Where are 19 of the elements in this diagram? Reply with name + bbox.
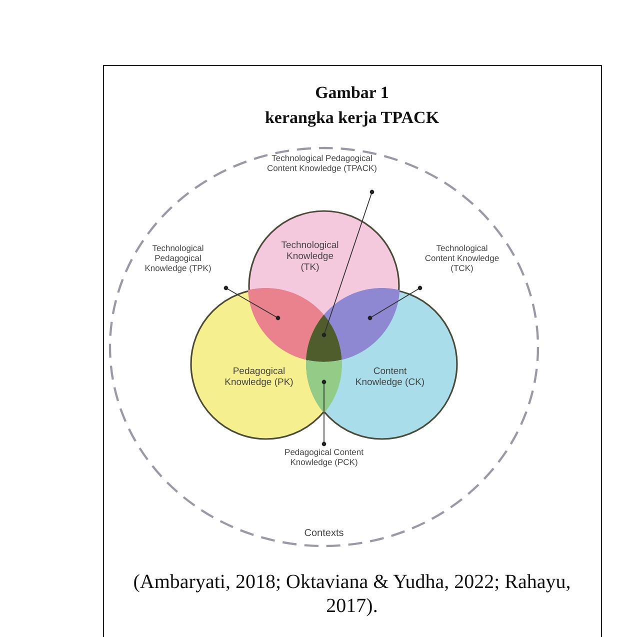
callout-label: Pedagogical Content Knowledge (PCK): [282, 447, 366, 487]
callout-label: Technological Content Knowledge (TCK): [422, 243, 502, 283]
leader-line: [224, 286, 280, 320]
leader-line: [368, 286, 422, 320]
leader-line: [322, 190, 374, 338]
overlap-region: [248, 288, 324, 360]
context-label: Contexts: [303, 529, 345, 539]
circle-label: Content Knowledge (CK): [354, 366, 426, 388]
figure-subtitle: kerangka kerja TPACK: [264, 108, 440, 128]
circle-label: Pedagogical Knowledge (PK): [224, 366, 294, 388]
leader-line: [322, 380, 326, 446]
callout-label: Technological Pedagogical Content Knowledge (TPACK): [266, 153, 378, 193]
overlap-region: [324, 288, 400, 360]
callout-label: Technological Pedagogical Knowledge (TPK): [138, 243, 218, 283]
overlap-region: [306, 315, 342, 362]
citation-caption: (Ambaryati, 2018; Oktaviana & Yudha, 2022; Rahayu, 2017).: [132, 570, 572, 618]
figure-title: Gambar 1: [314, 83, 390, 103]
overlap-region: [306, 360, 342, 413]
circle-label: Technological Knowledge (TK): [280, 240, 340, 273]
